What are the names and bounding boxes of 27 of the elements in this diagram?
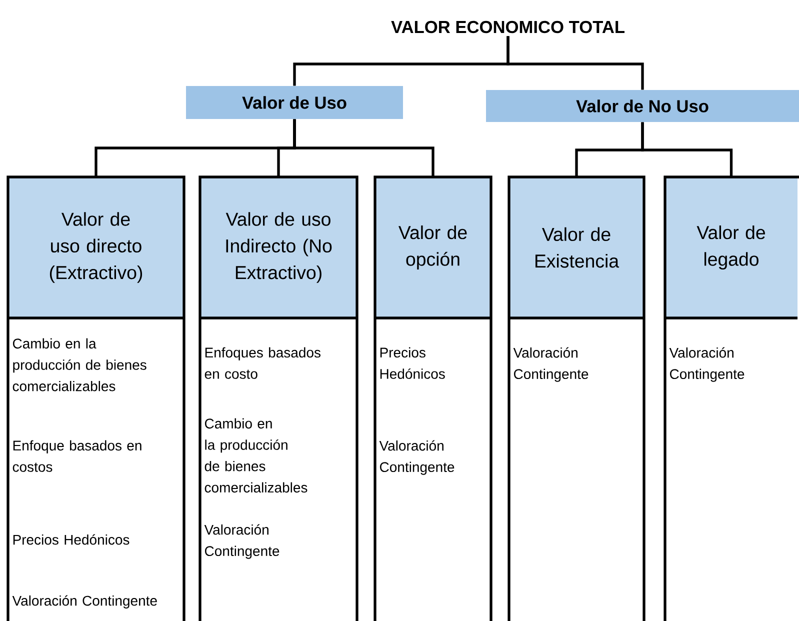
method-text: Valoración Contingente <box>204 524 280 559</box>
column-box <box>198 176 358 621</box>
method-text: Valoración Contingente <box>379 440 454 475</box>
column-box <box>374 176 492 621</box>
column-box <box>508 176 646 621</box>
header-text: Valor de uso directo (Extractivo) <box>50 212 142 283</box>
method-text: Precios Hedónicos <box>13 534 130 545</box>
column-box <box>664 176 799 621</box>
method-text: Valoración Contingente <box>12 595 157 608</box>
method-text: Enfoque basados en costos <box>12 440 142 472</box>
header-text: Valor de legado <box>696 225 765 270</box>
method-text: Enfoques basados en costo <box>204 347 320 379</box>
connector-line <box>293 119 434 177</box>
column-box <box>6 176 186 621</box>
connector-line <box>506 36 644 90</box>
header-text: Valor de uso Indirecto (No Extractivo) <box>226 212 332 283</box>
connector-line <box>641 122 733 177</box>
method-text: Valoración Contingente <box>513 347 588 382</box>
method-text: Valoración Contingente <box>669 347 744 382</box>
category-band: Valor de No Uso <box>486 90 799 122</box>
header-text: Valor de opción <box>398 225 467 270</box>
method-text: Precios Hedónicos <box>380 347 445 379</box>
category-band: Valor de Uso <box>186 86 403 119</box>
method-text: Cambio en la producción de bienes comercializables <box>204 418 308 493</box>
method-text: Cambio en la producción de bienes comercializables <box>12 338 146 392</box>
title-text: VALOR ECONOMICO TOTAL <box>391 20 624 34</box>
header-text: Valor de Existencia <box>536 227 620 268</box>
